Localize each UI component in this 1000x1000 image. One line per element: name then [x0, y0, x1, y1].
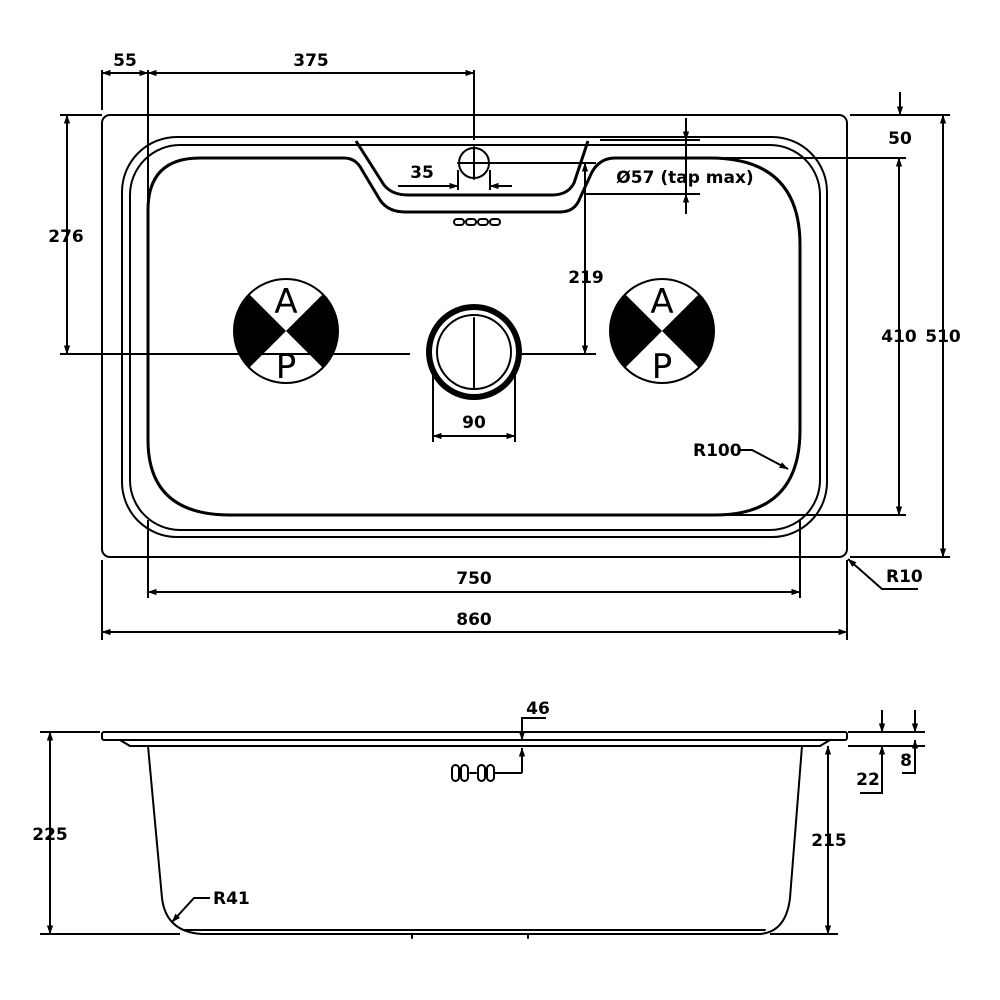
dim-57-tap-max: Ø57 (tap max): [584, 118, 754, 214]
dim-90: 90: [432, 370, 516, 442]
waste-outlet: [426, 304, 522, 400]
dim-55: 55: [101, 51, 149, 230]
svg-text:R10: R10: [886, 567, 923, 587]
dim-750: 750: [147, 520, 801, 598]
dim-860: 860: [101, 560, 848, 640]
dim-410: 410: [700, 157, 917, 516]
svg-text:46: 46: [526, 699, 550, 719]
dim-46: 46: [494, 699, 550, 774]
ap-symbol-left: A P: [233, 278, 339, 387]
side-flange: [101, 731, 848, 741]
dim-276: 276: [48, 114, 410, 355]
svg-text:276: 276: [48, 227, 84, 247]
ap-symbol-right: A P: [609, 278, 715, 387]
svg-text:215: 215: [811, 831, 847, 851]
overflow-slots: [453, 218, 501, 226]
ap-symbol-right-bottom: P: [652, 347, 673, 387]
dim-22: 22: [848, 710, 925, 794]
dim-8: 8: [900, 710, 919, 774]
tap-deck-channel: [354, 140, 590, 197]
top-view: A P A P 55 375 276: [48, 51, 961, 640]
dim-35: 35: [398, 163, 512, 190]
dim-375: 375: [147, 51, 475, 140]
dim-510: 510: [850, 114, 961, 558]
svg-text:22: 22: [856, 770, 880, 790]
side-overflow-slots: [451, 764, 495, 782]
dim-225: 225: [32, 731, 180, 935]
ap-symbol-left-top: A: [274, 282, 297, 322]
svg-text:510: 510: [925, 327, 961, 347]
svg-text:55: 55: [113, 51, 137, 71]
svg-text:R100: R100: [693, 441, 742, 461]
svg-text:8: 8: [900, 751, 912, 771]
dim-219: 219: [490, 162, 604, 355]
svg-text:Ø57 (tap max): Ø57 (tap max): [616, 168, 753, 188]
bowl-interior: [146, 156, 802, 517]
svg-text:90: 90: [462, 413, 486, 433]
svg-text:375: 375: [293, 51, 329, 71]
dim-50: 50: [850, 92, 950, 149]
side-view: 46 22 8 225 215: [32, 699, 925, 939]
ap-symbol-right-top: A: [650, 282, 673, 322]
svg-text:50: 50: [888, 129, 912, 149]
ap-symbol-left-bottom: P: [276, 347, 297, 387]
dim-r100: R100: [693, 441, 789, 470]
svg-text:410: 410: [881, 327, 917, 347]
dim-r10: R10: [847, 558, 923, 590]
dim-r41: R41: [171, 889, 250, 923]
bowl-rim-inner: [129, 144, 821, 531]
dim-215: 215: [770, 745, 847, 935]
svg-text:860: 860: [456, 610, 492, 630]
svg-text:219: 219: [568, 268, 604, 288]
svg-text:R41: R41: [213, 889, 250, 909]
svg-text:225: 225: [32, 825, 68, 845]
svg-text:750: 750: [456, 569, 492, 589]
svg-text:35: 35: [410, 163, 434, 183]
side-bowl-profile: [147, 745, 803, 935]
